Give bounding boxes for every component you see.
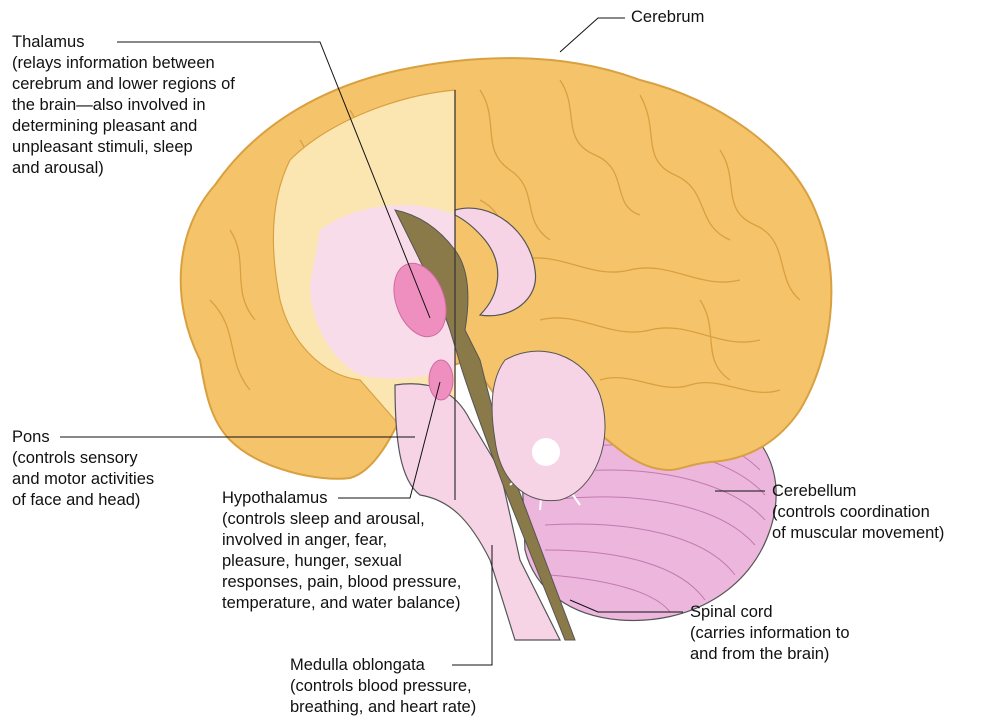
medulla-title: Medulla oblongata — [290, 655, 476, 676]
spinal-cord-title: Spinal cord — [690, 602, 850, 623]
spinal-cord-desc-line: (carries information to — [690, 623, 850, 644]
pons-desc-line: (controls sensory — [12, 448, 154, 469]
label-hypothalamus: Hypothalamus (controls sleep and arousal… — [222, 488, 461, 614]
thalamus-desc-line: cerebrum and lower regions of — [12, 74, 235, 95]
hypothalamus-desc-line: responses, pain, blood pressure, — [222, 572, 461, 593]
hypothalamus-desc-line: pleasure, hunger, sexual — [222, 551, 461, 572]
hypothalamus-desc-line: involved in anger, fear, — [222, 530, 461, 551]
thalamus-desc-line: (relays information between — [12, 53, 235, 74]
hypothalamus-shape — [429, 360, 453, 400]
hypothalamus-title: Hypothalamus — [222, 488, 461, 509]
hypothalamus-desc-line: (controls sleep and arousal, — [222, 509, 461, 530]
medulla-desc-line: (controls blood pressure, — [290, 676, 476, 697]
cerebrum-leader — [560, 18, 625, 52]
label-pons: Pons (controls sensory and motor activit… — [12, 427, 154, 511]
label-cerebellum: Cerebellum (controls coordination of mus… — [772, 481, 944, 544]
pons-title: Pons — [12, 427, 154, 448]
cerebellum-desc-line: of muscular movement) — [772, 523, 944, 544]
thalamus-desc-line: the brain—also involved in — [12, 95, 235, 116]
thalamus-desc-line: and arousal) — [12, 158, 235, 179]
medulla-desc-line: breathing, and heart rate) — [290, 697, 476, 718]
cerebellum-title: Cerebellum — [772, 481, 944, 502]
thalamus-title: Thalamus — [12, 32, 235, 53]
pons-desc-line: and motor activities — [12, 469, 154, 490]
thalamus-desc-line: unpleasant stimuli, sleep — [12, 137, 235, 158]
thalamus-desc-line: determining pleasant and — [12, 116, 235, 137]
pons-desc-line: of face and head) — [12, 490, 154, 511]
label-thalamus: Thalamus (relays information between cer… — [12, 32, 235, 179]
label-cerebrum: Cerebrum — [631, 7, 704, 28]
arbor-vitae-center — [532, 438, 560, 466]
label-medulla: Medulla oblongata (controls blood pressu… — [290, 655, 476, 718]
cerebellum-desc-line: (controls coordination — [772, 502, 944, 523]
spinal-cord-desc-line: and from the brain) — [690, 644, 850, 665]
label-spinal-cord: Spinal cord (carries information to and … — [690, 602, 850, 665]
hypothalamus-desc-line: temperature, and water balance) — [222, 593, 461, 614]
cerebrum-title: Cerebrum — [631, 7, 704, 28]
